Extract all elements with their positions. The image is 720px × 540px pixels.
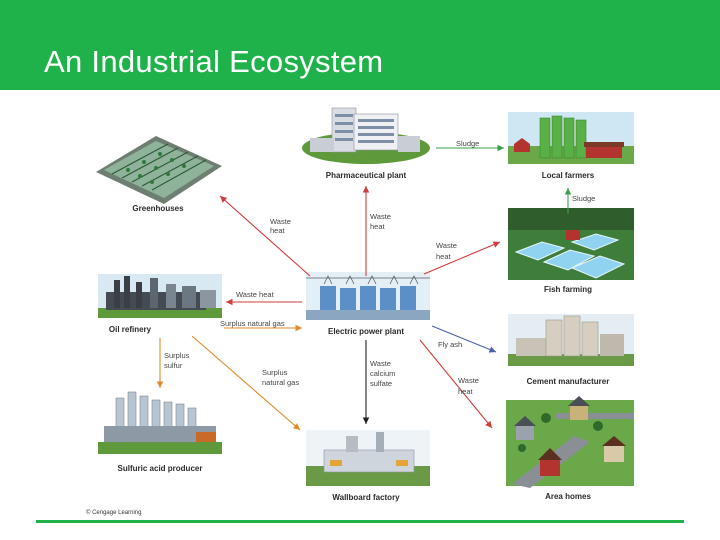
flow-label-surplus-natural-gas: Surplus natural gas	[220, 319, 285, 328]
industrial-ecosystem-diagram: Pharmaceutical plant Local farmers Green…	[84, 96, 644, 518]
local-farmers-illustration: Local farmers	[508, 112, 634, 180]
wallboard-factory-illustration: Wallboard factory	[306, 430, 430, 502]
pharmaceutical-plant-illustration: Pharmaceutical plant	[302, 107, 430, 180]
sulfuric-acid-producer-illustration: Sulfuric acid producer	[98, 391, 222, 473]
flow-label-waste-heat-greenhouses-1: Waste	[270, 217, 291, 226]
flow-label-calcium-sulfate-3: sulfate	[370, 379, 392, 388]
flow-label-sludge-right: Sludge	[572, 194, 595, 203]
wallboard-factory-label: Wallboard factory	[332, 493, 400, 502]
flow-labels: Sludge Sludge Waste heat Waste heat Wast…	[164, 139, 595, 396]
flow-label-waste-heat-homes-1: Waste	[458, 376, 479, 385]
flow-label-surplus-sulfur-1: Surplus	[164, 351, 190, 360]
flow-label-waste-heat-homes-2: heat	[458, 387, 474, 396]
flow-label-waste-heat-pharma-1: Waste	[370, 212, 391, 221]
cement-manufacturer-label: Cement manufacturer	[527, 377, 610, 386]
electric-power-plant-label: Electric power plant	[328, 327, 404, 336]
oil-refinery-illustration: Oil refinery	[98, 274, 222, 334]
cement-manufacturer-illustration: Cement manufacturer	[508, 314, 634, 386]
flow-label-waste-heat-fish-1: Waste	[436, 241, 457, 250]
greenhouses-label: Greenhouses	[132, 204, 184, 213]
diagram-svg: Pharmaceutical plant Local farmers Green…	[86, 107, 634, 516]
arrow-fly-ash-to-cement	[431, 325, 497, 353]
flow-label-waste-heat-refinery: Waste heat	[236, 290, 275, 299]
flow-label-waste-heat-fish-2: heat	[436, 252, 452, 261]
fish-farming-illustration: Fish farming	[508, 208, 634, 294]
sulfuric-acid-producer-label: Sulfuric acid producer	[118, 464, 203, 473]
flow-label-sludge-top: Sludge	[456, 139, 479, 148]
flow-label-calcium-sulfate-1: Waste	[370, 359, 391, 368]
arrow-waste-heat-to-fish	[423, 241, 501, 275]
area-homes-label: Area homes	[545, 492, 591, 501]
fish-farming-label: Fish farming	[544, 285, 592, 294]
arrow-surplus-gas-to-wallboard	[191, 335, 301, 431]
greenhouses-illustration: Greenhouses	[96, 136, 222, 213]
flow-label-surplus-sulfur-2: sulfur	[164, 361, 183, 370]
title-bar: An Industrial Ecosystem	[0, 0, 720, 90]
bottom-divider	[36, 520, 684, 523]
oil-refinery-label: Oil refinery	[109, 325, 152, 334]
area-homes-illustration: Area homes	[506, 396, 634, 501]
flow-label-fly-ash: Fly ash	[438, 340, 462, 349]
arrow-waste-heat-to-greenhouses	[219, 195, 311, 277]
flow-label-waste-heat-pharma-2: heat	[370, 222, 386, 231]
flow-label-surplus-gas-wallboard-2: natural gas	[262, 378, 299, 387]
copyright-credit: © Cengage Learning	[86, 509, 141, 516]
flow-label-waste-heat-greenhouses-2: heat	[270, 226, 286, 235]
arrow-waste-heat-to-homes	[419, 339, 493, 429]
flow-label-surplus-gas-wallboard-1: Surplus	[262, 368, 288, 377]
flow-arrows	[156, 144, 572, 431]
local-farmers-label: Local farmers	[542, 171, 595, 180]
flow-label-calcium-sulfate-2: calcium	[370, 369, 395, 378]
electric-power-plant-illustration: Electric power plant	[306, 272, 430, 336]
slide-title: An Industrial Ecosystem	[44, 44, 384, 79]
pharmaceutical-plant-label: Pharmaceutical plant	[326, 171, 407, 180]
